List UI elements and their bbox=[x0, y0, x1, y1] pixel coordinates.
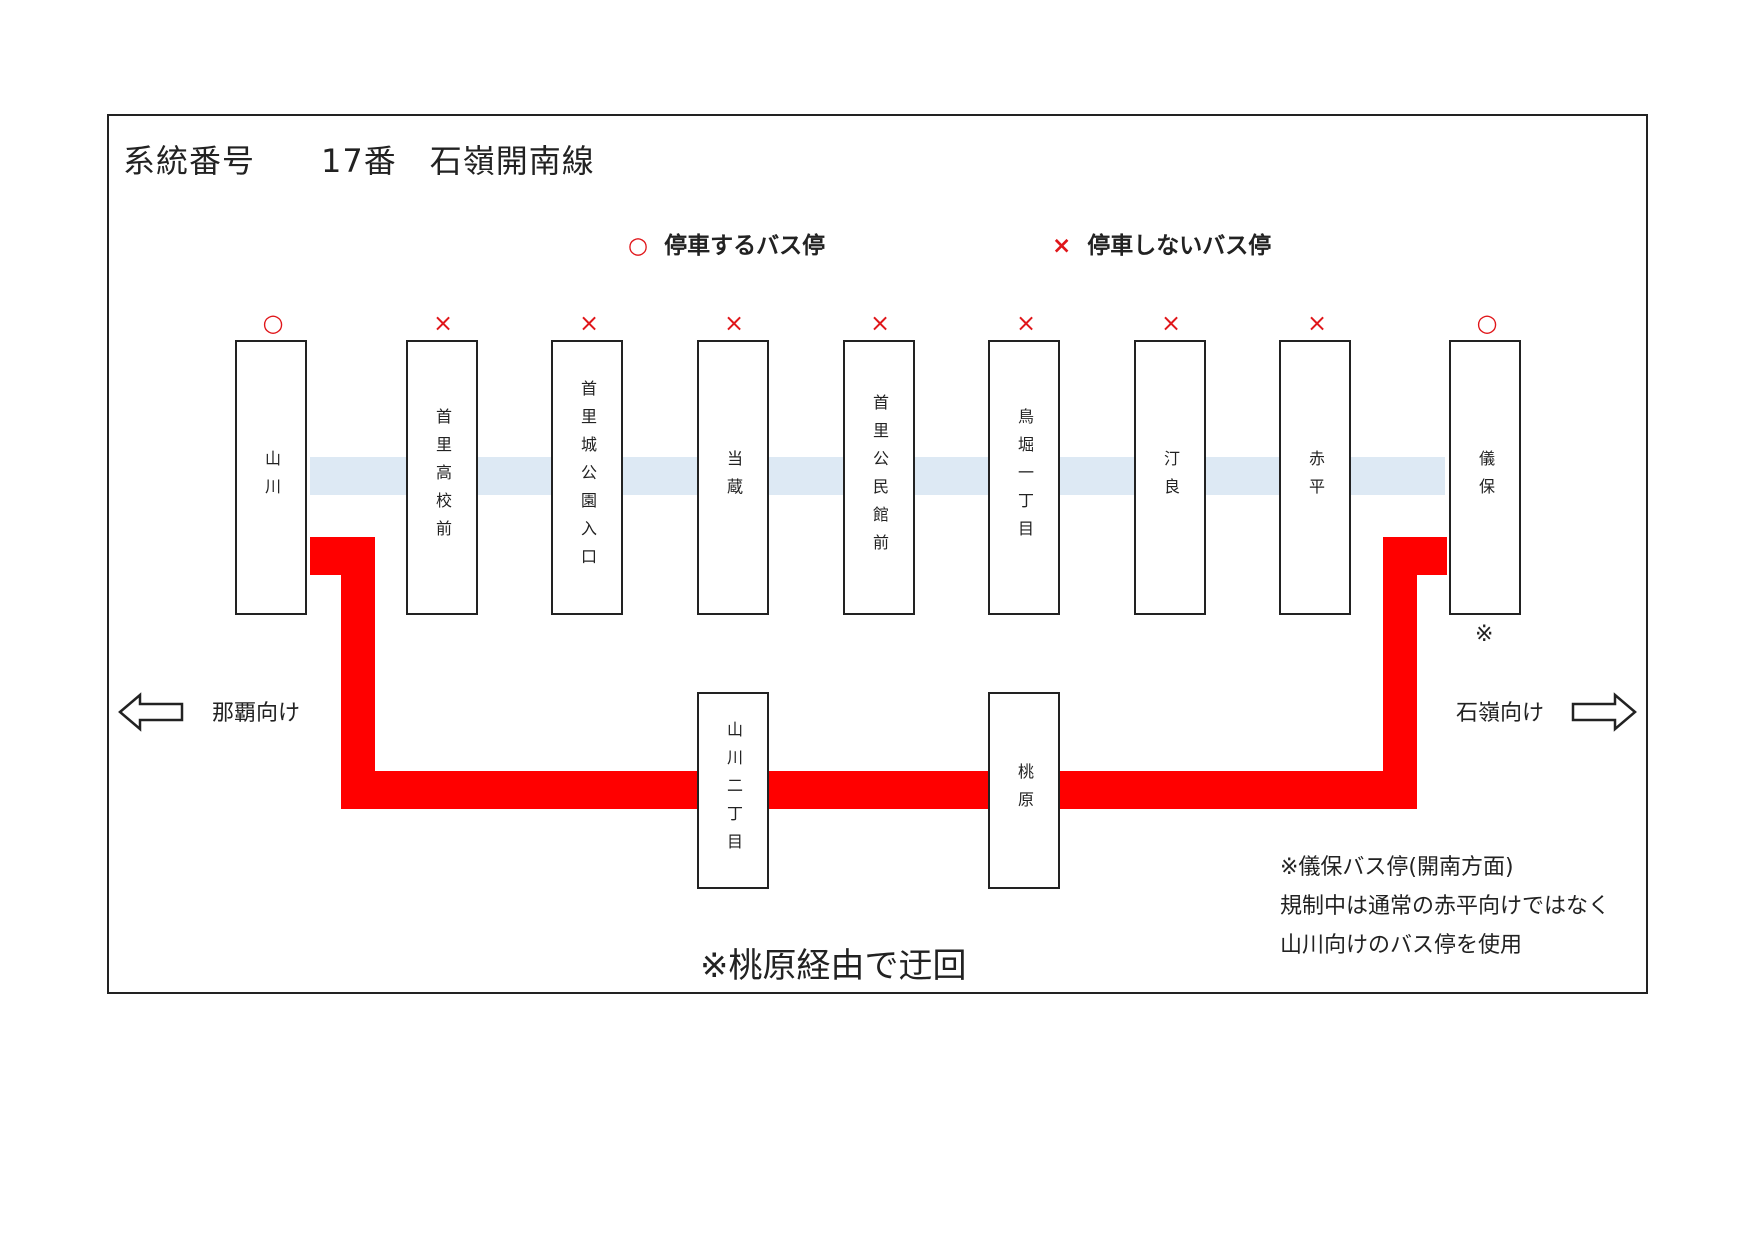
bus-stop-shuri-kominkan-mae: 首里公民館前 bbox=[843, 340, 915, 615]
legend-stop: ○ 停車するバス停 bbox=[628, 226, 825, 260]
bus-stop-tondori-itchome: 鳥堀一丁目 bbox=[988, 340, 1060, 615]
legend-skip: × 停車しないバス停 bbox=[1052, 226, 1271, 260]
stop-mark-cross-icon: × bbox=[432, 309, 454, 337]
note-line: ※儀保バス停(開南方面) bbox=[1280, 855, 1514, 880]
bus-stop-shurijo-koen-iriguchi: 首里城公園入口 bbox=[551, 340, 623, 615]
route-title: 系統番号 17番 石嶺開南線 bbox=[123, 142, 595, 180]
skip-cross-icon: × bbox=[1052, 233, 1072, 259]
stop-mark-cross-icon: × bbox=[1015, 309, 1037, 337]
detour-route-left-vertical bbox=[341, 537, 375, 809]
stop-mark-cross-icon: × bbox=[869, 309, 891, 337]
stop-mark-cross-icon: × bbox=[578, 309, 600, 337]
direction-ishimine: 石嶺向け bbox=[1456, 701, 1545, 726]
note-line: 山川向けのバス停を使用 bbox=[1280, 933, 1523, 958]
bus-stop-yamagawa: 山川 bbox=[235, 340, 307, 615]
bus-stop-tounokura: 当蔵 bbox=[697, 340, 769, 615]
gibo-note: ※儀保バス停(開南方面) 規制中は通常の赤平向けではなく 山川向けのバス停を使用 bbox=[1280, 848, 1610, 965]
arrow-left-icon bbox=[118, 692, 184, 732]
legend-skip-label: 停車しないバス停 bbox=[1087, 233, 1272, 259]
arrow-right-icon bbox=[1571, 692, 1637, 732]
bus-stop-shuri-koko-mae: 首里高校前 bbox=[406, 340, 478, 615]
detour-route-right-connector bbox=[1383, 537, 1447, 575]
stop-circle-icon: ○ bbox=[628, 233, 649, 259]
diagram-frame bbox=[107, 114, 1648, 994]
bus-stop-tira: 汀良 bbox=[1134, 340, 1206, 615]
direction-naha: 那覇向け bbox=[212, 701, 301, 726]
detour-route-right-vertical bbox=[1383, 537, 1417, 809]
bus-stop-tobaru: 桃原 bbox=[988, 692, 1060, 889]
stop-mark-circle-icon: ○ bbox=[262, 309, 284, 337]
detour-route-bottom bbox=[341, 771, 1417, 809]
stop-mark-circle-icon: ○ bbox=[1476, 309, 1498, 337]
bus-stop-gibo: 儀保 bbox=[1449, 340, 1521, 615]
bus-stop-akahira: 赤平 bbox=[1279, 340, 1351, 615]
bus-stop-yamagawa-nichome: 山川二丁目 bbox=[697, 692, 769, 889]
legend-stop-label: 停車するバス停 bbox=[664, 233, 826, 259]
stop-mark-cross-icon: × bbox=[723, 309, 745, 337]
stop-mark-cross-icon: × bbox=[1160, 309, 1182, 337]
note-line: 規制中は通常の赤平向けではなく bbox=[1280, 894, 1611, 919]
detour-caption: ※桃原経由で迂回 bbox=[700, 946, 967, 986]
gibo-note-mark: ※ bbox=[1475, 622, 1494, 647]
stop-mark-cross-icon: × bbox=[1306, 309, 1328, 337]
